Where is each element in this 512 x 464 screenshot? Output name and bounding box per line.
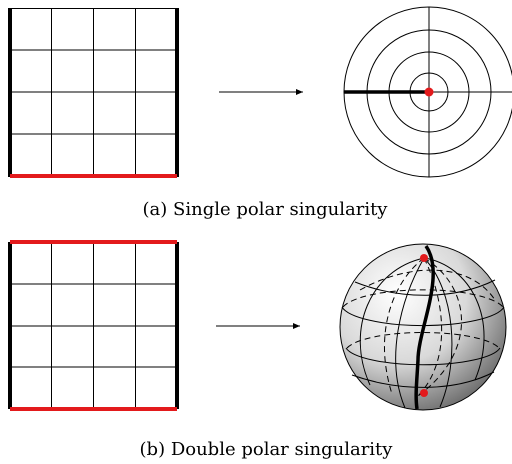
panel-b-caption: (b) Double polar singularity (140, 439, 394, 460)
panel-a: (a) Single polar singularity (8, 6, 512, 220)
panel-b-sphere-hidden-lines (342, 257, 504, 397)
panel-a-pole-point (424, 87, 434, 97)
panel-a-grid (10, 8, 177, 176)
panel-b: (b) Double polar singularity (8, 240, 507, 460)
panel-b-south-pole-point (420, 389, 428, 397)
panel-b-sphere-visible-lines (341, 257, 505, 409)
panel-b-north-pole-point (420, 254, 428, 262)
panel-b-grid (10, 242, 177, 409)
panel-a-caption: (a) Single polar singularity (143, 199, 389, 220)
panel-b-sphere (339, 243, 507, 411)
panel-b-seam (414, 245, 435, 410)
